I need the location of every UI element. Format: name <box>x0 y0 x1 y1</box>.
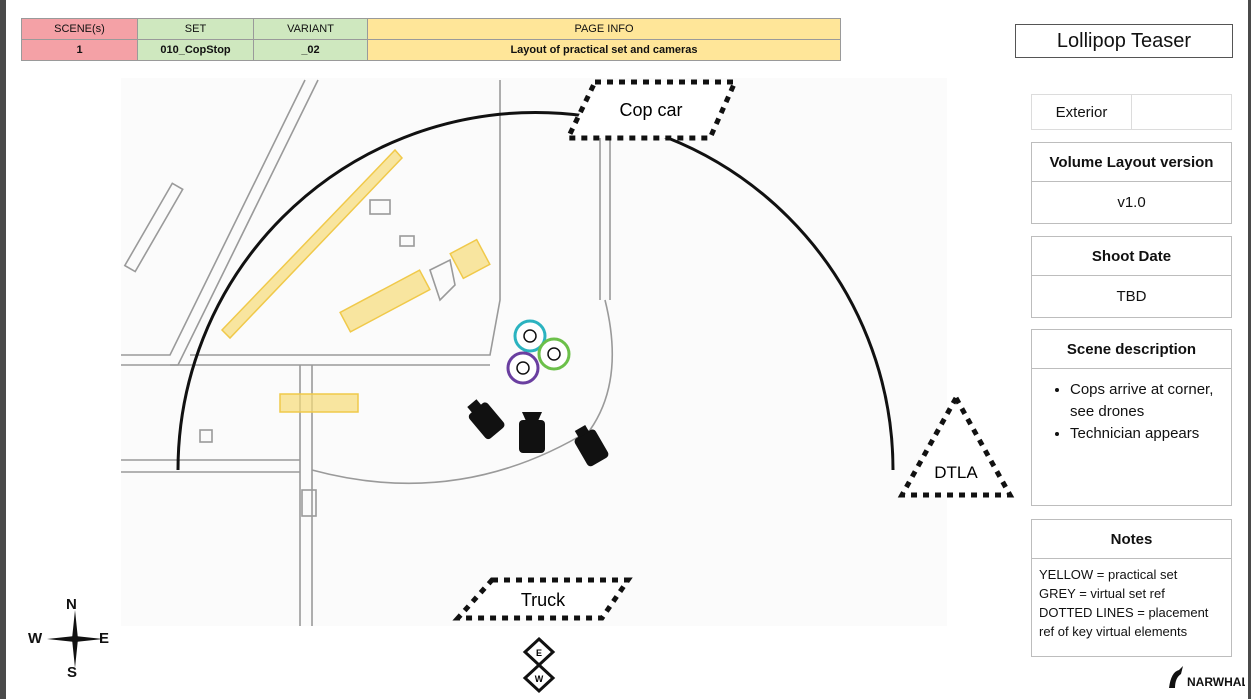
orientation-label-e: E <box>536 648 542 658</box>
scene-description-heading: Scene description <box>1032 330 1231 369</box>
prop-ref <box>429 258 456 302</box>
shoot-date-panel: Shoot Date TBD <box>1031 236 1232 318</box>
camera-center-icon <box>519 412 545 453</box>
actor-markers <box>506 319 571 385</box>
shoot-date-value: TBD <box>1116 288 1147 305</box>
scene-value: 1 <box>21 39 138 61</box>
orientation-arrow-down <box>522 662 556 694</box>
window-edge-left <box>0 0 6 699</box>
variant-label: VARIANT <box>253 18 368 40</box>
shoot-date-heading: Shoot Date <box>1032 237 1231 276</box>
notes-line: YELLOW = practical set <box>1039 567 1178 582</box>
prop-ref <box>369 199 391 215</box>
scene-label: SCENE(s) <box>21 18 138 40</box>
building-edge <box>190 80 501 356</box>
scene-description-item: Cops arrive at corner, see drones <box>1070 379 1223 423</box>
notes-heading: Notes <box>1032 520 1231 559</box>
notes-line: DOTTED LINES = placement ref of key virt… <box>1039 605 1209 639</box>
compass-south: S <box>67 664 78 681</box>
curb-curve <box>311 299 614 485</box>
camera-left-icon <box>467 399 505 440</box>
volume-layout-value: v1.0 <box>1117 194 1146 211</box>
practical-set-wall <box>220 148 404 340</box>
dtla-label: DTLA <box>934 463 978 482</box>
practical-set-bench <box>339 269 431 333</box>
logo-text: NARWHAL <box>1187 675 1245 689</box>
notes-body: YELLOW = practical set GREY = virtual se… <box>1032 559 1231 641</box>
page-info-label: PAGE INFO <box>367 18 841 40</box>
prop-ref <box>301 489 317 517</box>
compass-east: E <box>99 630 110 647</box>
cop-car-outline <box>564 79 739 141</box>
set-label: SET <box>137 18 254 40</box>
compass-star-icon <box>47 610 103 668</box>
orientation-arrows-icon: E W <box>522 636 556 694</box>
page-info-value: Layout of practical set and cameras <box>367 39 841 61</box>
practical-set-barrier <box>279 393 359 413</box>
volume-layout-heading: Volume Layout version <box>1032 143 1231 182</box>
vehicle-ref <box>123 182 184 273</box>
window-edge-right <box>1248 0 1251 699</box>
prop-ref <box>199 429 213 443</box>
location-panel: Exterior <box>1031 94 1232 130</box>
notes-line: GREY = virtual set ref <box>1039 586 1165 601</box>
volume-layout-panel: Volume Layout version v1.0 <box>1031 142 1232 224</box>
compass-west: W <box>28 630 43 647</box>
cop-car-label: Cop car <box>619 100 682 120</box>
notes-panel: Notes YELLOW = practical set GREY = virt… <box>1031 519 1232 657</box>
camera-positions <box>467 399 609 467</box>
camera-arc-boundary <box>176 111 895 471</box>
street-edge <box>121 79 306 356</box>
actor-head-icon <box>516 361 530 375</box>
variant-value: _02 <box>253 39 368 61</box>
compass-rose: N S E W <box>25 596 125 682</box>
orientation-label-w: W <box>535 674 544 684</box>
placement-truck: Truck <box>452 577 633 621</box>
location-value: Exterior <box>1032 95 1132 129</box>
dtla-outline <box>897 392 1015 498</box>
actor-head-icon <box>523 329 537 343</box>
camera-right-icon <box>574 424 609 467</box>
scene-description-panel: Scene description Cops arrive at corner,… <box>1031 329 1232 506</box>
practical-set-box <box>449 238 491 280</box>
placement-dtla: DTLA <box>897 392 1015 498</box>
street-edge <box>121 459 300 473</box>
project-title: Lollipop Teaser <box>1015 24 1233 58</box>
actor-head-icon <box>547 347 561 361</box>
scene-description-item: Technician appears <box>1070 423 1223 445</box>
practical-set <box>220 148 491 413</box>
set-value: 010_CopStop <box>137 39 254 61</box>
truck-label: Truck <box>521 590 566 610</box>
prop-ref <box>399 235 415 247</box>
compass-north: N <box>66 596 77 613</box>
narwhal-logo: NARWHAL <box>1169 666 1245 689</box>
placement-cop-car: Cop car <box>564 79 739 141</box>
truck-outline <box>452 577 633 621</box>
scene-description-list: Cops arrive at corner, see drones Techni… <box>1032 369 1231 445</box>
info-header-table: SCENE(s) SET VARIANT PAGE INFO 1 010_Cop… <box>21 18 841 61</box>
